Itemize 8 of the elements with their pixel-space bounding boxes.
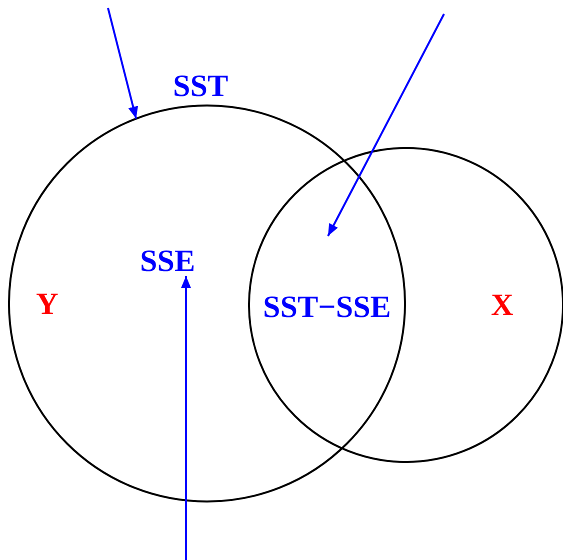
- set-label: SST: [173, 70, 228, 101]
- arrow: [327, 14, 445, 236]
- arrow: [107, 8, 138, 119]
- region-text: SST−SSE: [263, 291, 391, 322]
- set-label: Y: [36, 288, 58, 319]
- region-text: SSE: [140, 245, 196, 276]
- arrow: [181, 276, 191, 560]
- set-label: X: [491, 289, 514, 320]
